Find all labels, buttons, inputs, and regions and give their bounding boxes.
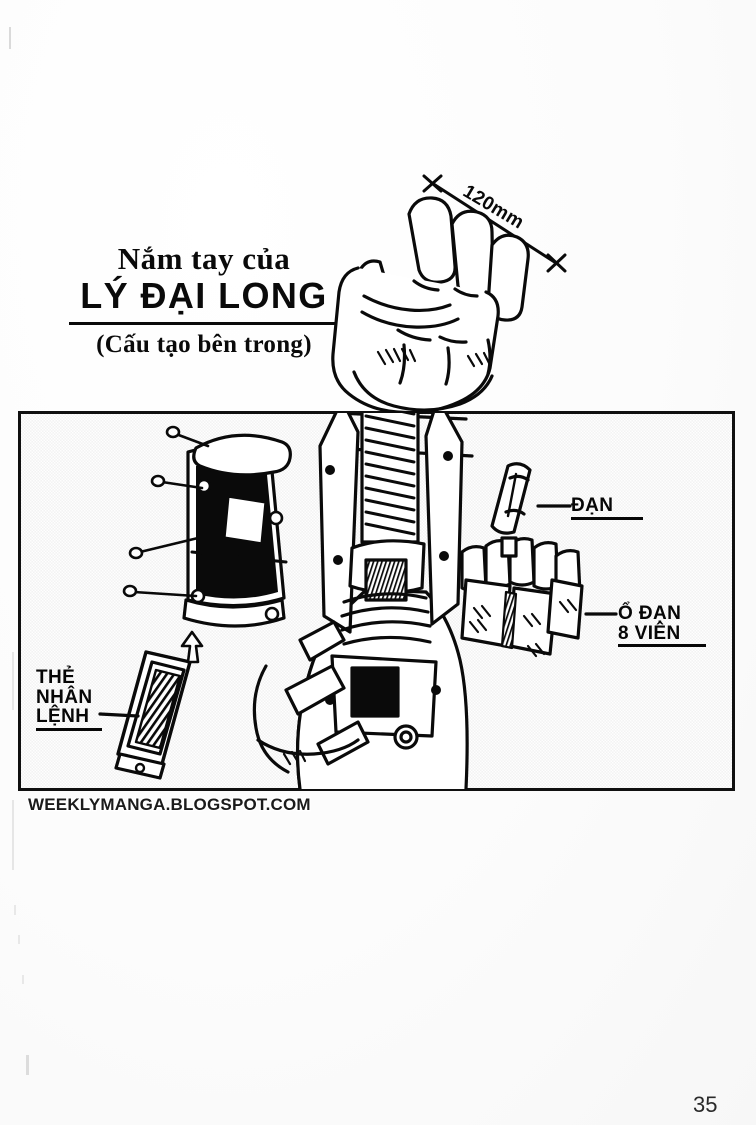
scan-artifact	[22, 975, 24, 984]
watermark: WEEKLYMANGA.BLOGSPOT.COM	[27, 794, 312, 816]
scan-artifact	[12, 800, 14, 870]
label-magazine-text: Ổ ĐẠN 8 VIÊN	[618, 602, 682, 644]
page-number: 35	[693, 1092, 718, 1117]
label-command-card-underline	[36, 728, 102, 731]
scan-artifact	[18, 935, 20, 944]
title-line-1: Nắm tay của	[117, 241, 291, 276]
label-bullet-text: ĐẠN	[571, 494, 614, 516]
label-command-card-text: THẺ NHÂN LỆNH	[36, 666, 93, 728]
dimension-arrow	[422, 174, 567, 273]
title-divider	[69, 321, 339, 325]
dimension-label: 120mm	[459, 181, 528, 234]
scan-artifact	[12, 652, 14, 710]
label-bullet-underline	[571, 516, 643, 520]
scan-artifact	[14, 905, 16, 915]
watermark-text: WEEKLYMANGA.BLOGSPOT.COM	[27, 794, 312, 816]
title-line-2: LÝ ĐẠI LONG	[80, 274, 328, 316]
label-bullet: ĐẠN	[571, 476, 643, 539]
scan-artifact	[26, 1055, 29, 1075]
label-command-card: THẺ NHÂN LỆNH	[36, 648, 102, 751]
title-subtitle: (Cấu tạo bên trong)	[96, 330, 312, 358]
clenched-fist	[331, 196, 530, 415]
page-title: Nắm tay của LÝ ĐẠI LONG (Cấu tạo bên tro…	[58, 243, 350, 359]
label-magazine-underline	[618, 644, 706, 648]
label-magazine: Ổ ĐẠN 8 VIÊN	[618, 584, 706, 667]
scan-artifact	[9, 27, 11, 49]
